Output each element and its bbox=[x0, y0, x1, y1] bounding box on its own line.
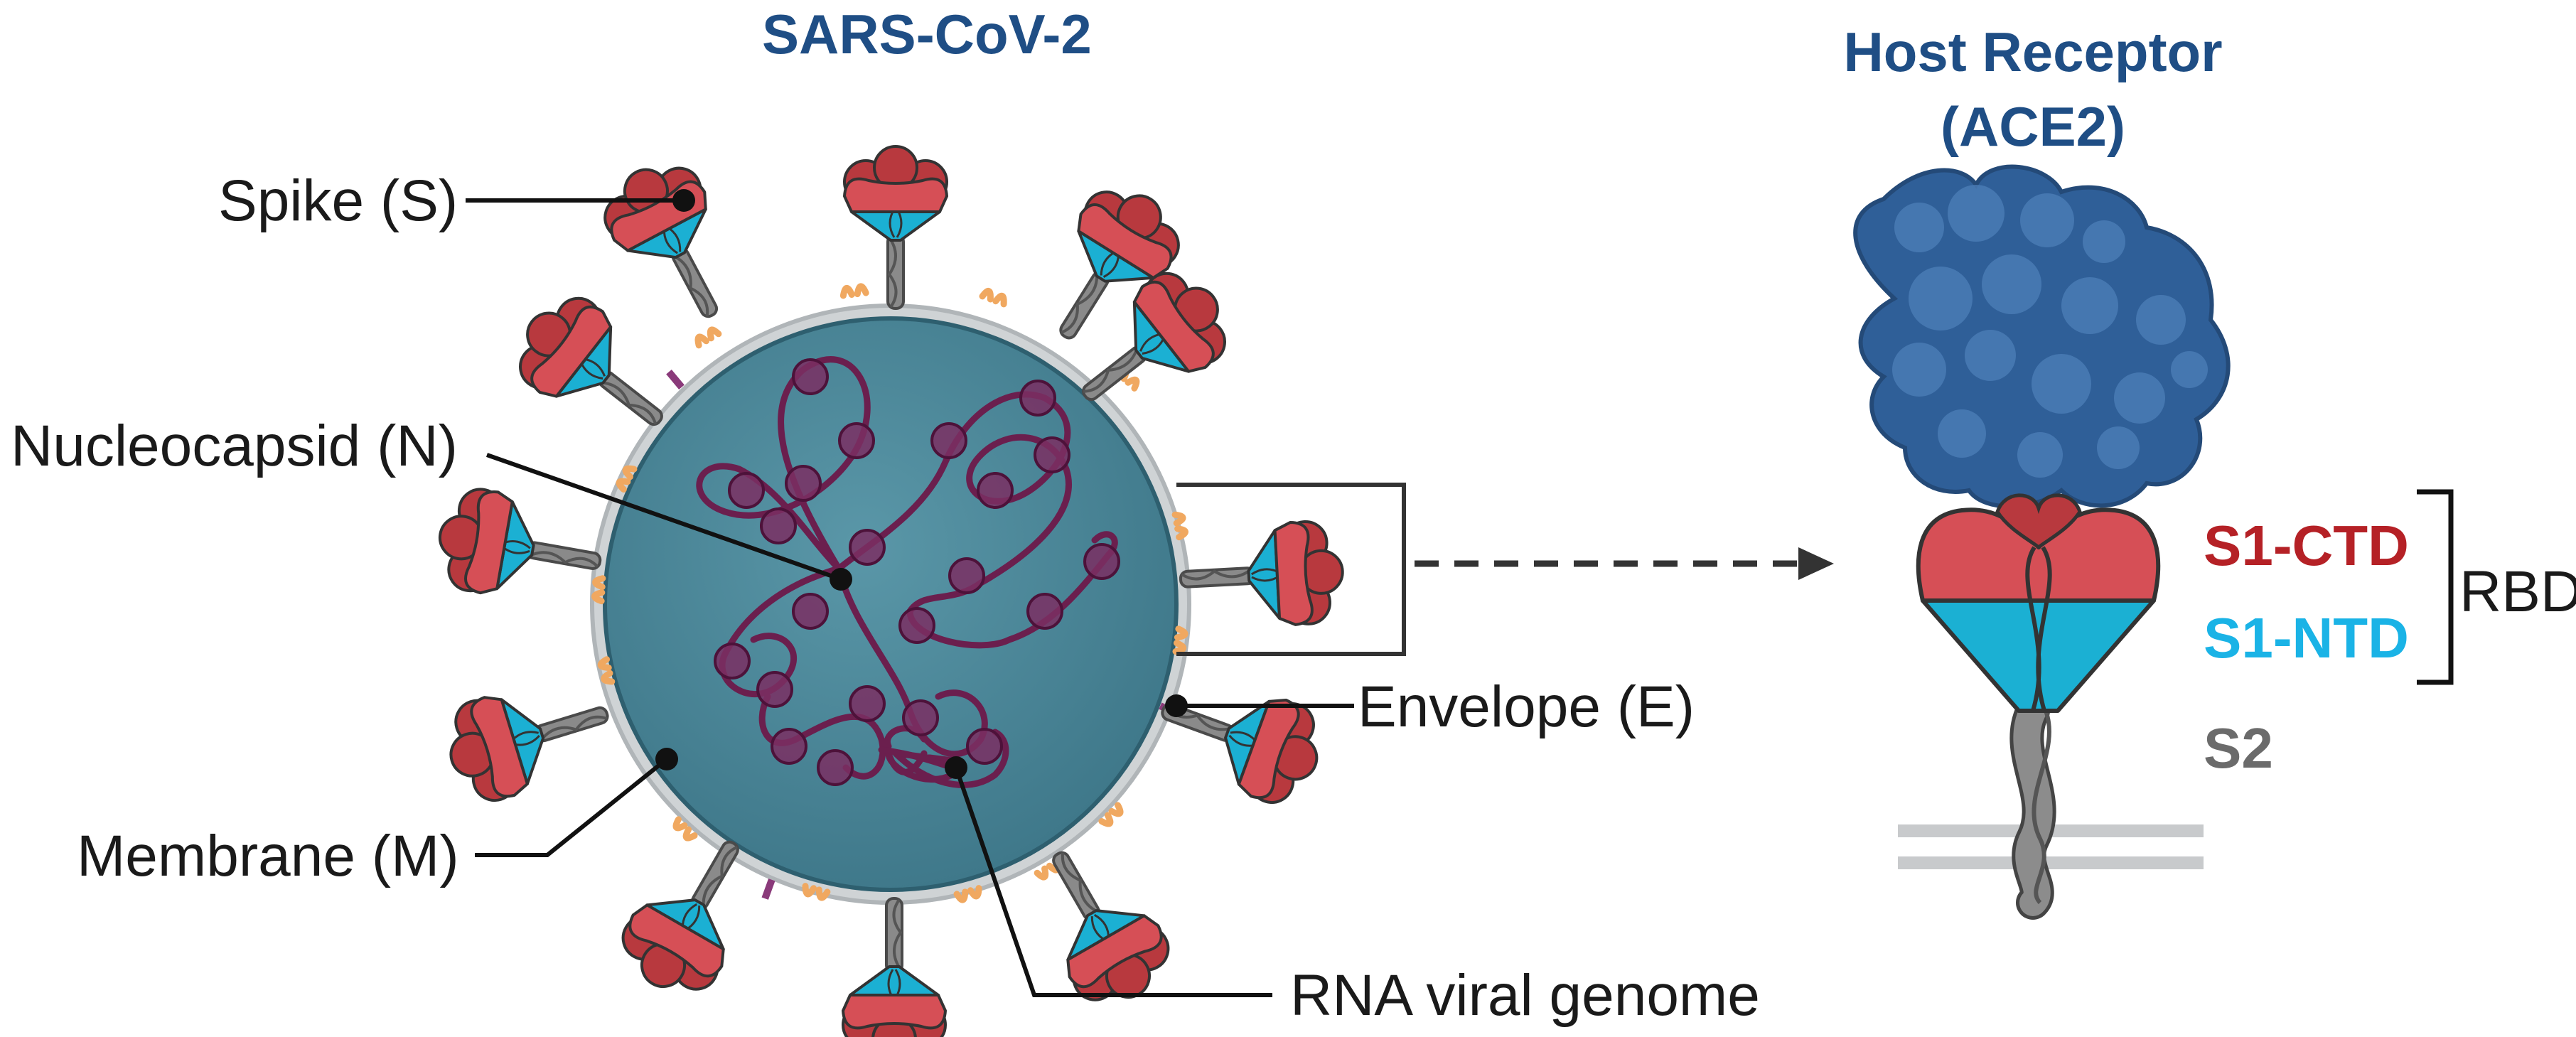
spike-detail bbox=[1916, 493, 2161, 920]
membrane-label: Membrane (M) bbox=[77, 824, 459, 888]
rbd-bracket bbox=[2417, 489, 2454, 685]
virion bbox=[429, 145, 1346, 1037]
leader-lines bbox=[466, 189, 1354, 997]
s2-label: S2 bbox=[2204, 716, 2273, 780]
rna-genome-label: RNA viral genome bbox=[1290, 963, 1760, 1028]
receptor-title-line2: (ACE2) bbox=[1941, 95, 2125, 158]
nucleocapsid-label: Nucleocapsid (N) bbox=[11, 414, 458, 478]
virus-title: SARS-CoV-2 bbox=[762, 3, 1092, 65]
receptor-title-line1: Host Receptor bbox=[1843, 21, 2222, 83]
spike-label: Spike (S) bbox=[218, 168, 458, 233]
rbd-label: RBD bbox=[2459, 559, 2576, 624]
s1-ntd-label: S1-NTD bbox=[2204, 606, 2409, 670]
envelope-label: Envelope (E) bbox=[1358, 675, 1695, 739]
zoom-arrow-head bbox=[1798, 547, 1834, 580]
ace2-receptor bbox=[1853, 164, 2231, 509]
s1-ctd-label: S1-CTD bbox=[2204, 514, 2409, 577]
rna-genome bbox=[696, 356, 1120, 788]
inset-box bbox=[1176, 483, 1406, 656]
